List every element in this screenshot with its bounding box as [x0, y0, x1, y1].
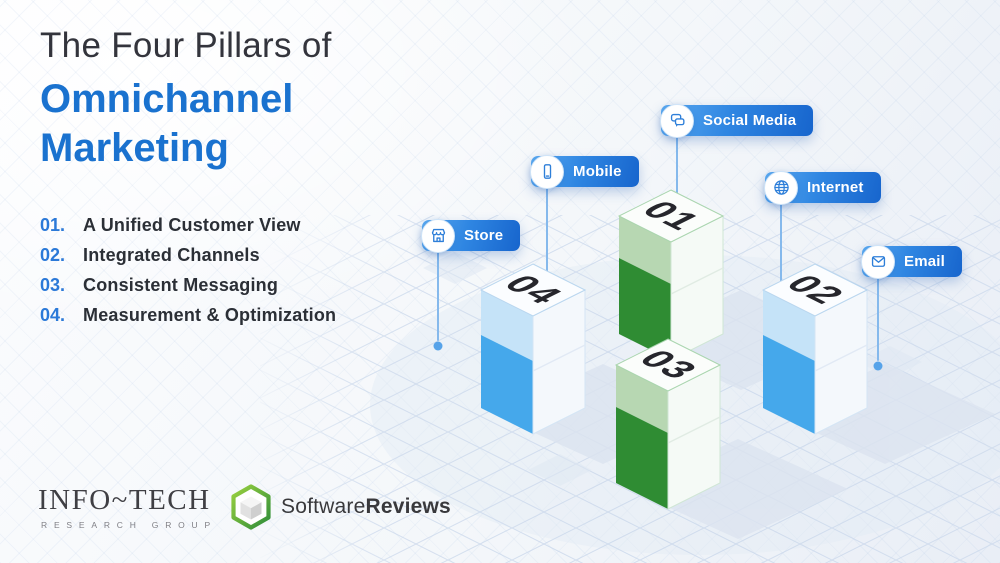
pillar-01-left-face-light: [619, 216, 671, 284]
title-highlight-2: Marketing: [40, 126, 229, 170]
email-connector-dot: [873, 361, 883, 371]
softwarereviews-logo-text: SoftwareReviews: [281, 495, 451, 519]
list-item-number: 03.: [40, 275, 66, 295]
list-item: 03. Consistent Messaging: [40, 275, 336, 305]
internet-icon-circle: [764, 170, 798, 205]
infotech-logo-subtitle: RESEARCH GROUP: [41, 520, 217, 530]
infotech-logo: INFO~TECH RESEARCH GROUP: [38, 484, 217, 530]
connector-lines: [437, 137, 879, 361]
chat-bubbles-icon: [670, 113, 685, 127]
pillar-02-left-face-light: [763, 290, 815, 361]
pillar-04-left-face-bright: [481, 335, 533, 434]
title-prefix: The Four Pillars of: [40, 26, 332, 65]
channel-label-internet: Internet: [764, 170, 881, 205]
pillar-03-right-split-line: [667, 416, 721, 444]
connector-dots: [433, 341, 883, 371]
infotech-logo-name: INFO~TECH: [38, 484, 211, 516]
social-media-icon-circle: [660, 103, 694, 138]
smartphone-icon: [543, 164, 551, 179]
channel-label-text: Social Media: [703, 112, 797, 129]
pillar-02: 02: [761, 263, 869, 435]
list-item-label: Consistent Messaging: [83, 275, 279, 295]
pillar-04-left-face-light: [481, 290, 533, 361]
channel-label-text: Store: [464, 227, 504, 244]
storefront-icon: [431, 228, 445, 243]
list-item: 01. A Unified Customer View: [40, 215, 336, 245]
pillar-01-right-split-line: [670, 267, 724, 295]
pillar-04-top-face: [479, 263, 587, 317]
pillar-03-left-face-dark: [616, 407, 668, 509]
list-item-label: Measurement & Optimization: [83, 305, 337, 325]
softwarereviews-logo: SoftwareReviews: [230, 484, 451, 530]
pillar-03-left-face-light: [616, 365, 668, 433]
pillar-04-right-split-line: [532, 344, 586, 372]
channel-label-text: Internet: [807, 179, 864, 196]
pillar-01: 01: [617, 189, 725, 361]
list-item: 02. Integrated Channels: [40, 245, 336, 275]
title-highlight-1: Omnichannel: [40, 77, 294, 121]
list-item: 04. Measurement & Optimization: [40, 305, 336, 335]
channel-label-email: Email: [861, 244, 963, 279]
channel-label-mobile: Mobile: [530, 154, 639, 189]
channel-label-social-media: Social Media: [660, 103, 814, 138]
softwarereviews-word-reviews: Reviews: [365, 495, 451, 518]
page-title: The Four Pillars of Omnichannel Marketin…: [40, 26, 332, 173]
email-icon-circle: [861, 244, 895, 279]
envelope-icon: [871, 256, 885, 267]
pillar-03: 03: [614, 338, 722, 510]
channel-label-text: Email: [904, 253, 946, 270]
list-item-number: 02.: [40, 245, 66, 265]
store-connector-dot: [433, 341, 443, 351]
globe-icon: [773, 180, 789, 195]
list-item-number: 01.: [40, 215, 66, 235]
softwarereviews-hexagon-cube-icon: [231, 484, 271, 530]
pillar-01-left-face-dark: [619, 258, 671, 360]
list-item-label: Integrated Channels: [83, 245, 260, 265]
pillar-04: 04: [479, 263, 587, 435]
list-item-number: 04.: [40, 305, 66, 325]
channel-label-text: Mobile: [573, 163, 622, 180]
pillar-02-left-face-bright: [763, 335, 815, 434]
list-item-label: A Unified Customer View: [83, 215, 301, 235]
channel-label-store: Store: [421, 218, 521, 253]
pillar-list: 01. A Unified Customer View 02. Integrat…: [40, 215, 336, 335]
pillar-02-top-face: [761, 263, 869, 317]
pillar-02-right-split-line: [814, 344, 868, 372]
store-icon-circle: [421, 218, 455, 253]
pillar-01-top-face: [617, 189, 725, 243]
softwarereviews-word-software: Software: [281, 495, 366, 518]
pillar-03-top-face: [614, 338, 722, 392]
mobile-icon-circle: [530, 154, 564, 189]
